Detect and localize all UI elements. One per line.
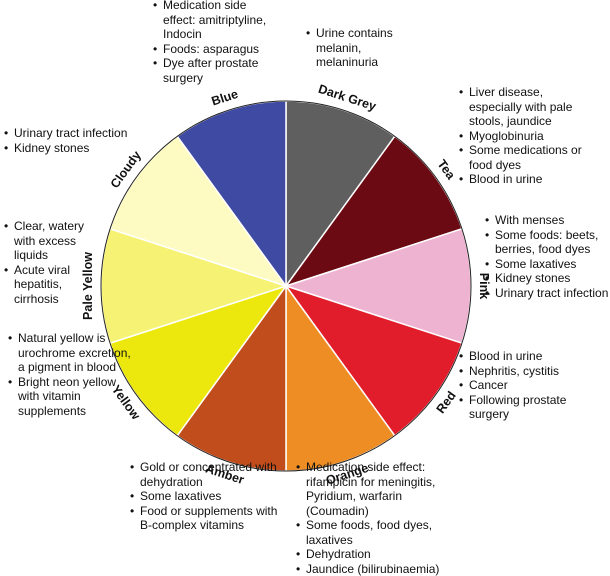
note-item: Foods: asparagus <box>153 42 281 57</box>
note-item: Medication side effect: amitriptyline, I… <box>153 0 281 42</box>
note-item: Urine contains melanin, melaninuria <box>306 26 416 70</box>
note-amber: Gold or concentrated with dehydration So… <box>130 460 290 533</box>
note-item: Cancer <box>459 378 589 393</box>
note-item: Kidney stones <box>4 141 154 156</box>
note-item: Following prostate surgery <box>459 393 589 422</box>
note-item: With menses <box>485 213 609 228</box>
note-item: Acute viral hepatitis, cirrhosis <box>4 263 92 307</box>
note-item: Urinary tract infection <box>485 286 609 301</box>
note-item: Jaundice (bilirubinaemia) <box>296 562 466 576</box>
note-item: Myoglobinuria <box>459 129 599 144</box>
note-pale-yellow: Clear, watery with excess liquids Acute … <box>4 219 92 306</box>
note-item: Bright neon yellow with vitamin suppleme… <box>8 375 136 419</box>
note-item: Nephritis, cystitis <box>459 364 589 379</box>
note-orange: Medication side effect: rifampicin for m… <box>296 460 466 576</box>
note-item: Blood in urine <box>459 349 589 364</box>
note-dark-grey: Urine contains melanin, melaninuria <box>306 26 416 70</box>
note-yellow: Natural yellow is urochrome excretion, a… <box>8 331 136 418</box>
note-tea: Liver disease, especially with pale stoo… <box>459 85 599 187</box>
note-item: Urinary tract infection <box>4 126 154 141</box>
note-item: Blood in urine <box>459 172 599 187</box>
note-item: Some laxatives <box>485 257 609 272</box>
segment-label-blue: Blue <box>210 87 240 109</box>
note-item: Some foods, food dyes, laxatives <box>296 518 466 547</box>
note-cloudy: Urinary tract infection Kidney stones <box>4 126 154 155</box>
note-item: Dye after prostate surgery <box>153 56 281 85</box>
note-item: Clear, watery with excess liquids <box>4 219 92 263</box>
note-item: Kidney stones <box>485 271 609 286</box>
note-blue: Medication side effect: amitriptyline, I… <box>153 0 281 85</box>
note-item: Some laxatives <box>130 489 290 504</box>
note-item: Dehydration <box>296 547 466 562</box>
note-pink: With menses Some foods: beets, berries, … <box>485 213 609 300</box>
note-item: Medication side effect: rifampicin for m… <box>296 460 466 518</box>
note-item: Natural yellow is urochrome excretion, a… <box>8 331 136 375</box>
note-item: Some medications or food dyes <box>459 143 599 172</box>
note-item: Food or supplements with B-complex vitam… <box>130 504 290 533</box>
note-item: Liver disease, especially with pale stoo… <box>459 85 599 129</box>
note-item: Some foods: beets, berries, food dyes <box>485 228 609 257</box>
note-red: Blood in urine Nephritis, cystitis Cance… <box>459 349 589 422</box>
note-item: Gold or concentrated with dehydration <box>130 460 290 489</box>
